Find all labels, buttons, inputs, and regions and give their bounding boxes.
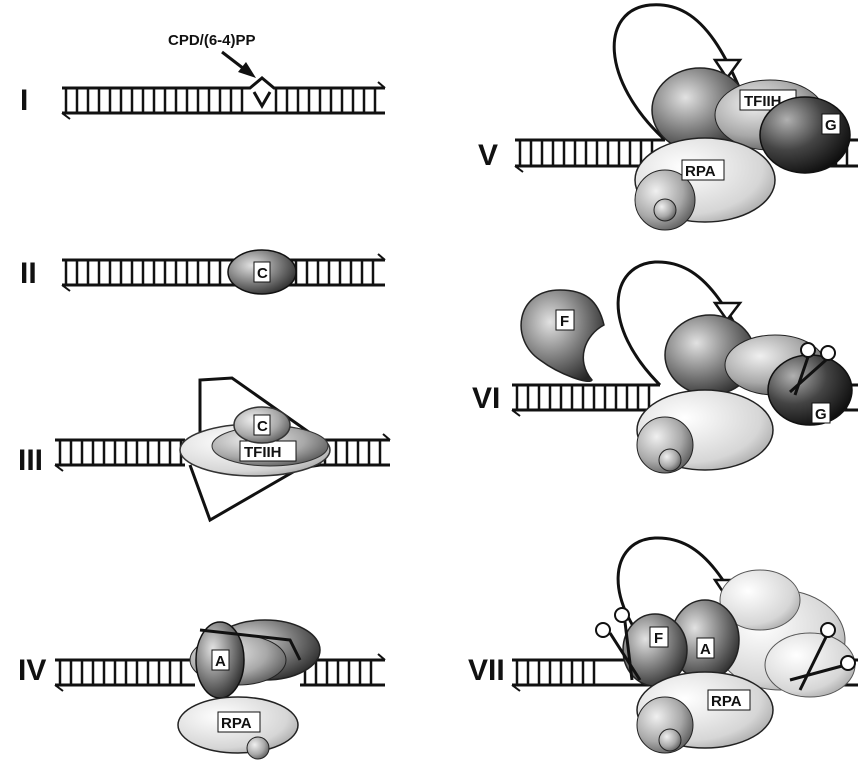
xpf-label: F (654, 630, 663, 647)
step-numeral: VI (472, 382, 500, 415)
step-5: V TFIIH G RPA (478, 5, 858, 230)
dna-duplex (62, 254, 385, 291)
step-numeral: IV (18, 654, 46, 687)
step-4: IV A RPA (18, 620, 385, 759)
lesion-marker (254, 92, 270, 106)
rpa-protein (637, 390, 773, 473)
xpf-free-protein: F (521, 290, 604, 381)
rpa-protein: RPA (637, 672, 773, 753)
xpc-label: C (257, 265, 268, 282)
xpc-protein: C (228, 250, 296, 294)
xpg-label: G (815, 406, 827, 423)
step-7: VII A F (468, 538, 858, 753)
dna-duplex (62, 78, 385, 119)
step-numeral: II (20, 257, 37, 290)
xpg-protein: G (768, 355, 852, 425)
rpa-protein: RPA (635, 138, 775, 230)
xpa-label: A (215, 653, 226, 670)
rpa-label: RPA (685, 163, 716, 180)
rpa-protein: RPA (178, 697, 298, 759)
xpf-label: F (560, 313, 569, 330)
xpc-label: C (257, 418, 268, 435)
xpg-label: G (825, 117, 837, 134)
step-numeral: I (20, 84, 28, 117)
rpa-label: RPA (221, 715, 252, 732)
step-1: I CPD/(6-4)PP (20, 32, 385, 119)
damage-label: CPD/(6-4)PP (168, 32, 256, 49)
arrow-icon (222, 52, 256, 78)
xpg-protein: G (760, 97, 850, 173)
rpa-label: RPA (711, 693, 742, 710)
step-2: II C (20, 250, 385, 294)
xpa-label: A (700, 641, 711, 658)
step-numeral: III (18, 444, 43, 477)
step-numeral: VII (468, 654, 505, 687)
step-6: VI F G (472, 262, 858, 473)
step-3: III TFIIH C (18, 378, 390, 520)
xpc-protein: C (234, 407, 290, 443)
step-numeral: V (478, 139, 498, 172)
tfiih-label: TFIIH (244, 444, 282, 461)
